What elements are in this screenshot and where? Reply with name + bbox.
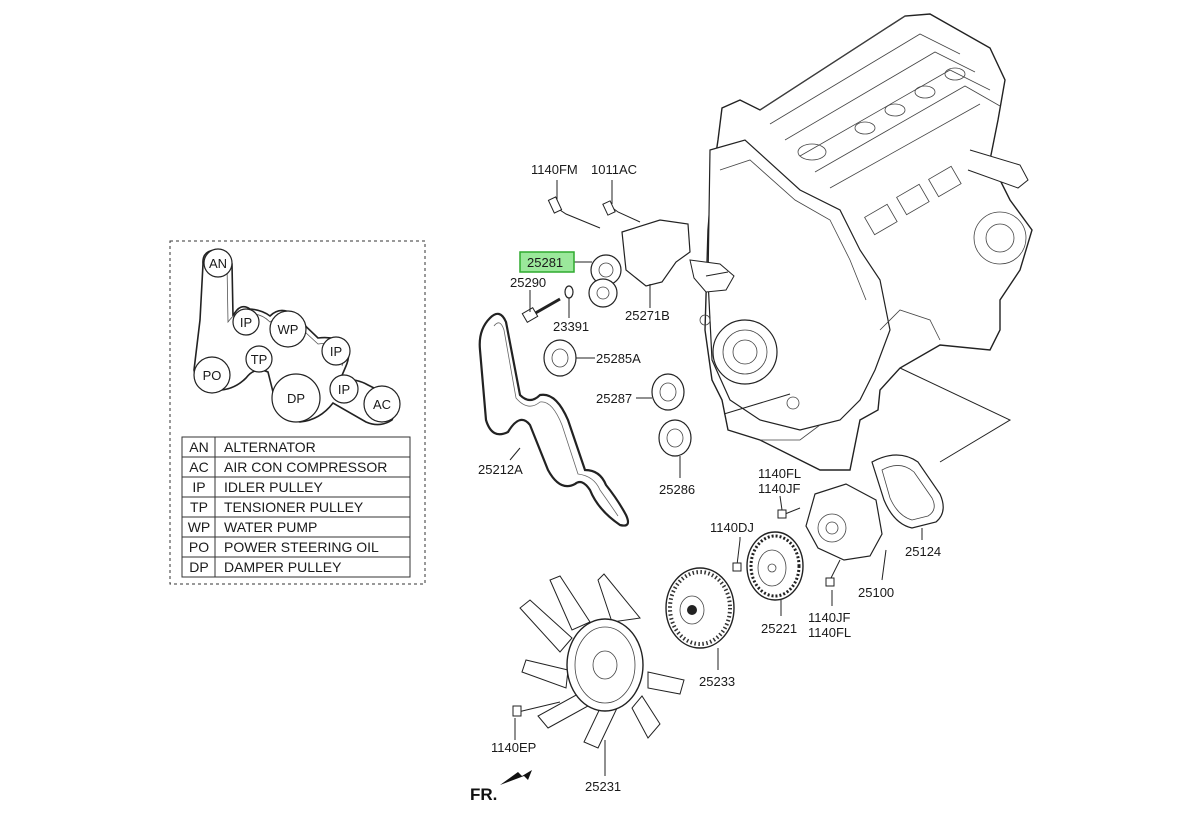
legend-desc: ALTERNATOR bbox=[224, 439, 316, 455]
pulley-tp: TP bbox=[245, 345, 273, 373]
part-labels: 1140FM 1011AC 25281 25290 23391 25271B 2… bbox=[478, 162, 941, 794]
part-number-1140jf-lower[interactable]: 1140JF bbox=[808, 610, 850, 625]
pulley-25287 bbox=[651, 373, 685, 411]
legend-code: PO bbox=[189, 539, 209, 555]
pulley-an-label: AN bbox=[209, 256, 227, 271]
bolt-1140fm bbox=[547, 196, 601, 229]
part-number-25233[interactable]: 25233 bbox=[699, 674, 735, 689]
pulley-an: AN bbox=[203, 248, 233, 278]
part-number-25221[interactable]: 25221 bbox=[761, 621, 797, 636]
part-number-25100[interactable]: 25100 bbox=[858, 585, 894, 600]
pulley-wp: WP bbox=[269, 310, 307, 348]
part-number-25287[interactable]: 25287 bbox=[596, 391, 632, 406]
legend-code: AC bbox=[189, 459, 208, 475]
legend-code: TP bbox=[190, 499, 208, 515]
part-number-1140fl-upper[interactable]: 1140FL bbox=[758, 466, 801, 481]
pulley-dp-label: DP bbox=[287, 391, 305, 406]
pulley-25286 bbox=[658, 419, 692, 457]
pulley-tp-label: TP bbox=[251, 352, 268, 367]
legend-code: AN bbox=[189, 439, 208, 455]
legend-desc: IDLER PULLEY bbox=[224, 479, 323, 495]
pulley-wp-label: WP bbox=[278, 322, 299, 337]
legend-desc: WATER PUMP bbox=[224, 519, 317, 535]
belt-25212a bbox=[478, 312, 630, 527]
bolt-25290 bbox=[521, 297, 561, 324]
bolt-1011ac bbox=[602, 200, 641, 223]
legend-table: AN ALTERNATOR AC AIR CON COMPRESSOR IP I… bbox=[181, 436, 411, 578]
highlight-box bbox=[519, 251, 575, 273]
part-number-25271b[interactable]: 25271B bbox=[625, 308, 670, 323]
part-number-23391[interactable]: 23391 bbox=[553, 319, 589, 334]
tensioner-assembly bbox=[588, 219, 735, 308]
pulley-po-label: PO bbox=[203, 368, 222, 383]
belt-routing-inset: AN IP WP IP TP PO DP IP bbox=[169, 240, 426, 585]
part-number-1140jf-upper[interactable]: 1140JF bbox=[758, 481, 800, 496]
pulley-ip-3-label: IP bbox=[338, 382, 350, 397]
washer-23391 bbox=[564, 285, 574, 299]
part-number-1140ep[interactable]: 1140EP bbox=[491, 740, 536, 755]
part-number-1140fl-lower[interactable]: 1140FL bbox=[808, 625, 851, 640]
bolt-1140ep bbox=[512, 701, 561, 717]
pulley-ip-2-label: IP bbox=[330, 344, 342, 359]
legend-desc: AIR CON COMPRESSOR bbox=[224, 459, 387, 475]
front-direction-indicator: FR. bbox=[470, 770, 532, 804]
part-number-25231[interactable]: 25231 bbox=[585, 779, 621, 794]
part-number-25286[interactable]: 25286 bbox=[659, 482, 695, 497]
inset-frame bbox=[169, 240, 426, 585]
leader-lines bbox=[509, 180, 1012, 776]
pulley-ip-1: IP bbox=[232, 308, 260, 336]
pulley-25221 bbox=[746, 531, 804, 601]
part-number-25281[interactable]: 25281 bbox=[527, 255, 563, 270]
part-number-1140dj[interactable]: 1140DJ bbox=[710, 520, 754, 535]
pulley-ip-3: IP bbox=[329, 374, 359, 404]
fan-25231 bbox=[519, 573, 685, 749]
engine-block bbox=[699, 13, 1033, 471]
part-number-25124[interactable]: 25124 bbox=[905, 544, 941, 559]
bolt-1140fl-jf-upper bbox=[777, 507, 801, 519]
part-number-1011ac[interactable]: 1011AC bbox=[591, 162, 637, 177]
pulley-25285a bbox=[543, 339, 577, 377]
legend-desc: POWER STEERING OIL bbox=[224, 539, 379, 555]
bolt-1140dj bbox=[732, 539, 742, 572]
part-number-25212a[interactable]: 25212A bbox=[478, 462, 523, 477]
part-number-1140fm[interactable]: 1140FM bbox=[531, 162, 578, 177]
front-direction-label: FR. bbox=[470, 785, 497, 804]
legend-code: IP bbox=[192, 479, 205, 495]
part-number-25281-highlight[interactable]: 25281 bbox=[519, 251, 575, 273]
pulley-ac: AC bbox=[363, 385, 401, 423]
pulley-ip-2: IP bbox=[321, 336, 351, 366]
pulley-ac-label: AC bbox=[373, 397, 391, 412]
legend-code: DP bbox=[189, 559, 208, 575]
fan-clutch-25233 bbox=[665, 567, 735, 649]
pulley-ip-1-label: IP bbox=[240, 315, 252, 330]
legend-desc: DAMPER PULLEY bbox=[224, 559, 342, 575]
gasket-25124 bbox=[871, 454, 944, 529]
legend-desc: TENSIONER PULLEY bbox=[224, 499, 364, 515]
part-number-25285a[interactable]: 25285A bbox=[596, 351, 641, 366]
pulley-dp: DP bbox=[271, 373, 321, 423]
legend-code: WP bbox=[188, 519, 211, 535]
part-number-25290[interactable]: 25290 bbox=[510, 275, 546, 290]
bolt-1140jf-fl-lower bbox=[825, 559, 841, 587]
water-pump-25100 bbox=[805, 483, 883, 561]
pulley-po: PO bbox=[193, 356, 231, 394]
